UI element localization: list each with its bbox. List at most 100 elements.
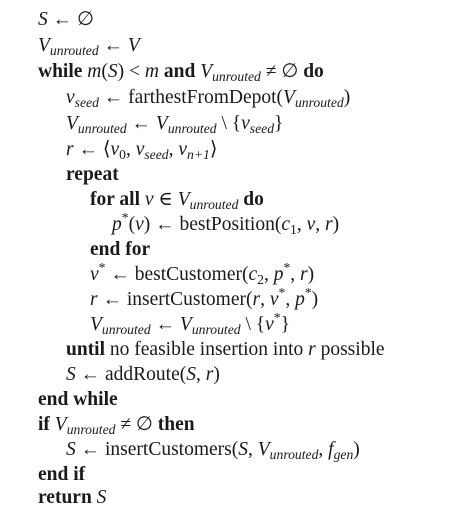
rbrace: } [280,314,290,335]
rparen: ) [143,214,151,235]
var-V: V [200,61,213,82]
assign-arrow: ← [52,9,73,30]
var-S: S [186,364,196,385]
var-m: m [144,61,159,82]
assign-arrow: ← [80,364,101,385]
assign-arrow: ← [155,214,175,235]
rangle: ⟩ [209,139,218,160]
fn-best-customer: bestCustomer [134,264,242,285]
until-possible-text: possible [320,339,385,360]
assign-arrow: ← [78,139,98,160]
var-v: v [241,113,250,134]
sub-unrouted: unrouted [269,447,319,463]
empty-set: ∅ [135,414,153,435]
sub-unrouted: unrouted [212,69,261,85]
var-S: S [107,61,118,82]
fn-insert-customers: insertCustomers [105,439,232,460]
empty-set: ∅ [281,61,299,82]
comma: , [125,139,131,160]
sub-1: 1 [290,222,297,238]
kw-and: and [163,61,196,82]
comma: , [318,439,324,460]
sub-unrouted: unrouted [189,197,239,213]
var-v: v [90,264,99,285]
assign-arrow: ← [110,264,130,285]
assign-arrow: ← [103,87,124,108]
line-16-end-while: end while [38,388,118,412]
kw-then: then [157,414,195,435]
var-V: V [54,414,67,435]
less-than: < [129,61,141,82]
var-v: v [135,214,144,235]
var-r: r [90,289,98,310]
lbrace: { [255,314,266,335]
line-8-for-all: for all v ∈ Vunrouted do [90,188,264,212]
var-V: V [127,35,140,56]
sub-unrouted: unrouted [66,422,116,438]
var-f: f [328,439,334,460]
sub-seed: seed [74,95,99,111]
rbrace: } [274,113,284,134]
var-S: S [238,439,248,460]
assign-arrow: ← [103,35,124,56]
var-v: v [110,139,120,160]
lparen: ( [179,364,187,385]
sub-2: 2 [257,272,264,288]
comma: , [315,214,321,235]
assign-arrow: ← [131,113,152,134]
kw-return: return [38,487,92,508]
line-2-init-V: Vunrouted ← V [38,34,140,58]
kw-until: until [66,339,106,360]
sub-n-plus-1: n+1 [187,147,210,163]
fn-insert-customer: insertCustomer [126,289,246,310]
star: * [273,309,281,325]
var-r: r [66,139,74,160]
sub-unrouted: unrouted [294,95,344,111]
line-9-best-position: p*(v) ← bestPosition(c1, v, r) [112,210,339,238]
line-5-remove-seed: Vunrouted ← Vunrouted \ {vseed} [66,112,283,136]
var-S: S [66,439,76,460]
lparen: ( [241,264,249,285]
kw-repeat: repeat [66,164,119,185]
line-11-best-customer: v* ← bestCustomer(c2, p*, r) [90,259,314,288]
fn-farthest-from-depot: farthestFromDepot [128,87,277,108]
comma: , [263,264,269,285]
comma: , [285,289,291,310]
kw-end-if: end if [38,464,86,485]
line-14-until: until no feasible insertion into r possi… [66,338,385,362]
rparen: ) [353,439,360,460]
var-v: v [135,139,145,160]
sub-unrouted: unrouted [167,121,217,137]
element-of: ∈ [158,189,173,210]
comma: , [248,439,253,460]
sub-unrouted: unrouted [77,121,127,137]
star: * [98,259,106,275]
var-c: c [248,264,258,285]
lbrace: { [231,113,242,134]
var-S: S [66,364,76,385]
sub-unrouted: unrouted [191,322,241,338]
var-v: v [265,314,274,335]
var-p: p [112,214,122,235]
line-12-insert-customer: r ← insertCustomer(r, v*, p*) [90,284,319,312]
sub-gen: gen [333,447,354,463]
line-13-remove-customer: Vunrouted ← Vunrouted \ {v*} [90,309,290,338]
rparen: ) [311,289,319,310]
var-V: V [257,439,270,460]
sub-unrouted: unrouted [49,43,99,59]
var-V: V [155,113,168,134]
var-r: r [252,289,261,310]
line-18-insert-customers: S ← insertCustomers(S, Vunrouted, fgen) [66,438,360,462]
star: * [304,284,312,300]
rparen: ) [117,61,125,82]
var-m: m [87,61,102,82]
line-1-init-S: S ← ∅ [38,8,94,32]
lparen: ( [246,289,253,310]
line-17-if: if Vunrouted ≠ ∅ then [38,413,195,437]
not-equal: ≠ [265,61,277,82]
kw-while: while [38,61,83,82]
empty-set: ∅ [77,9,94,30]
comma: , [260,289,265,310]
line-15-add-route: S ← addRoute(S, r) [66,363,220,387]
var-V: V [283,87,295,108]
